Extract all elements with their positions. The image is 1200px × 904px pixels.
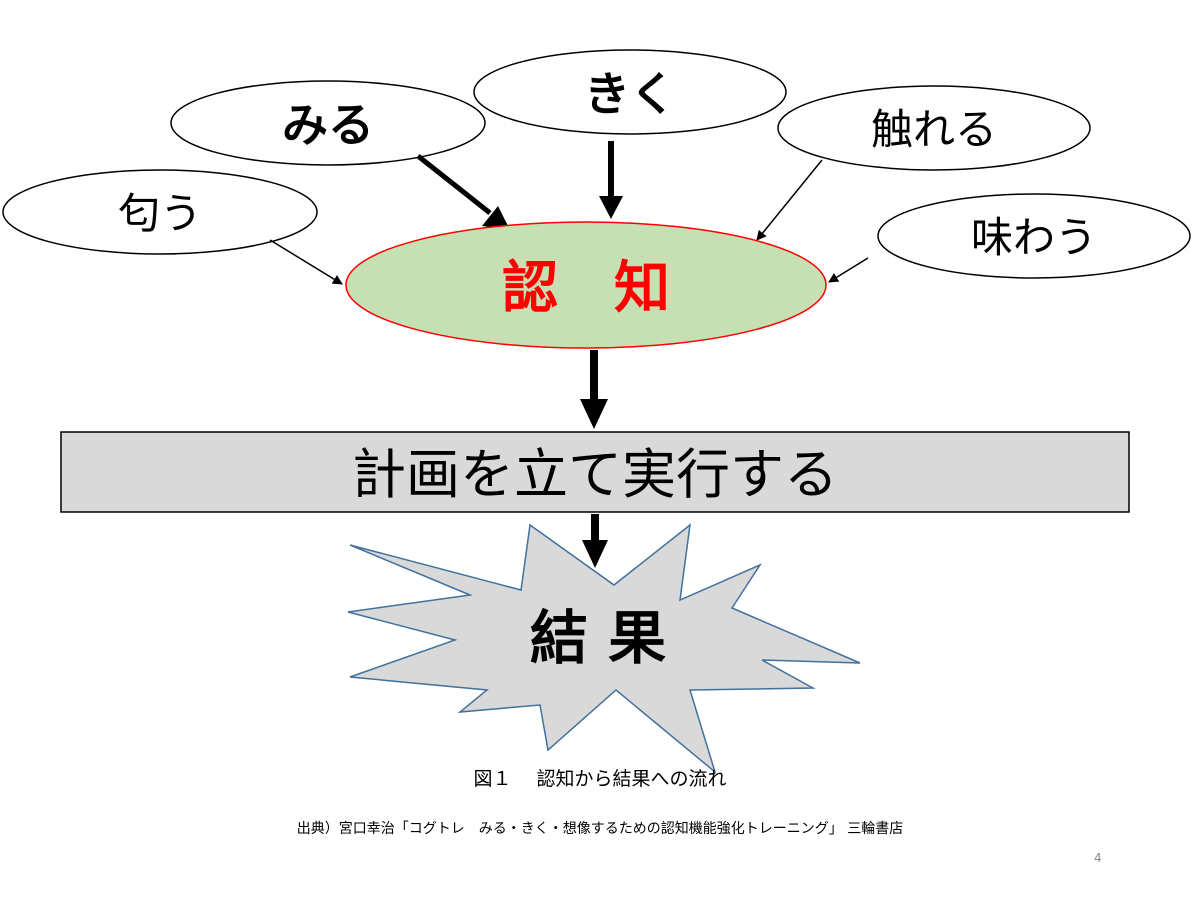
result-label: 結 果 [530, 604, 666, 672]
sense-label-see: みる [282, 98, 374, 152]
source-citation: 出典）宮口幸治「コグトレ みる・きく・想像するための認知機能強化トレーニング」 … [296, 821, 904, 837]
figure-caption: 図１ 認知から結果への流れ [473, 768, 727, 790]
arrow-hear-to-cognition [599, 141, 623, 219]
sense-node-taste: 味わう [877, 193, 1191, 279]
sense-label-hear: きく [584, 67, 676, 121]
arrow-cognition-to-plan [580, 350, 608, 429]
arrow-see-to-cognition [416, 154, 510, 230]
plan-execute-box: 計画を立て実行する [60, 431, 1130, 513]
sense-label-taste: 味わう [971, 213, 1097, 262]
arrow-plan-to-result [582, 514, 608, 568]
page-number: 4 [1094, 851, 1102, 865]
cognition-node: 認 知 [345, 221, 827, 349]
sense-node-see: みる [170, 80, 486, 166]
sense-node-touch: 触れる [777, 85, 1091, 171]
sense-label-smell: 匂う [118, 189, 202, 238]
arrow-smell-to-cognition [269, 239, 343, 285]
arrow-taste-to-cognition [828, 257, 869, 283]
arrow-touch-to-cognition [756, 159, 823, 241]
plan-execute-label: 計画を立て実行する [352, 443, 838, 506]
sense-node-hear: きく [473, 49, 787, 135]
sense-label-touch: 触れる [871, 105, 997, 154]
result-burst: 結 果 [347, 523, 861, 775]
cognition-label: 認 知 [502, 256, 670, 321]
sense-node-smell: 匂う [2, 169, 318, 255]
